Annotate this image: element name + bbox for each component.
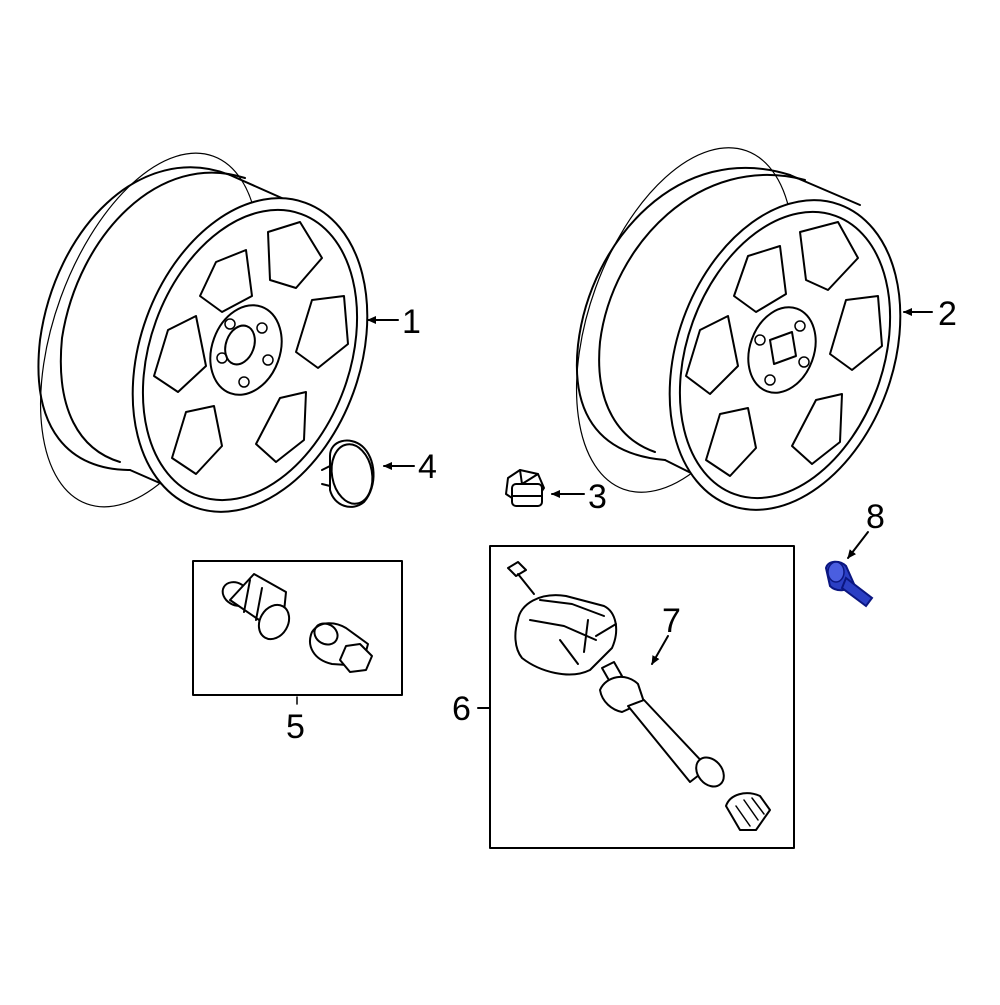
wheel-1[interactable] bbox=[0, 124, 409, 545]
leader-8 bbox=[847, 531, 869, 559]
lug-nut-3[interactable] bbox=[505, 469, 545, 507]
lock-kit-5[interactable] bbox=[192, 560, 403, 705]
callout-5: 5 bbox=[286, 708, 305, 746]
callout-6: 6 bbox=[452, 690, 471, 728]
tpms-kit-6[interactable] bbox=[477, 545, 795, 849]
callout-4: 4 bbox=[418, 448, 437, 486]
callout-2: 2 bbox=[938, 295, 957, 333]
callout-3: 3 bbox=[588, 478, 607, 516]
wheel-2[interactable] bbox=[534, 118, 941, 542]
center-cap-4[interactable] bbox=[321, 439, 377, 508]
callout-1: 1 bbox=[402, 303, 421, 341]
callout-8: 8 bbox=[866, 498, 885, 536]
valve-stem-8[interactable] bbox=[824, 560, 874, 608]
leader-7 bbox=[651, 635, 669, 665]
callout-7: 7 bbox=[662, 602, 681, 640]
